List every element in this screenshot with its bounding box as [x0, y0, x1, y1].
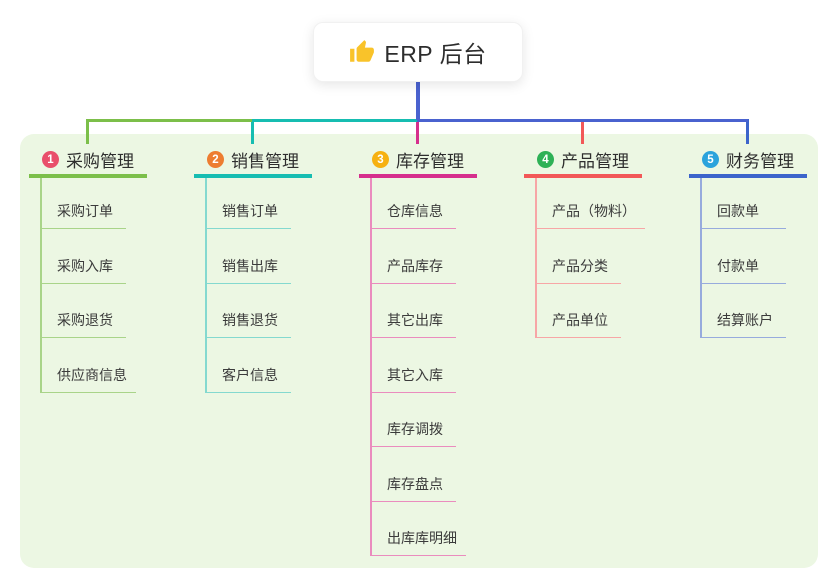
child-node[interactable]: 销售订单 — [205, 178, 291, 229]
child-node-label: 其它出库 — [387, 312, 443, 328]
child-node-label: 产品单位 — [552, 312, 608, 328]
root-node-erp[interactable]: ERP 后台 — [313, 22, 523, 82]
branch-node-purchase[interactable]: 1 采购管理 — [29, 145, 147, 178]
child-node-label: 库存盘点 — [387, 475, 443, 492]
branch-number-badge: 3 — [372, 151, 389, 168]
branch-label: 产品管理 — [561, 152, 629, 171]
child-node-label: 产品（物料） — [552, 203, 636, 219]
child-node[interactable]: 产品库存 — [370, 229, 456, 284]
child-node[interactable]: 结算账户 — [700, 283, 786, 338]
child-node-label: 销售退货 — [222, 312, 278, 328]
child-node-label: 客户信息 — [222, 366, 278, 383]
branches-panel — [20, 134, 818, 568]
child-node-label: 产品库存 — [387, 257, 443, 274]
child-node[interactable]: 产品（物料） — [535, 178, 645, 229]
connector-drop-product — [581, 119, 584, 144]
child-node-label: 其它入库 — [387, 366, 443, 383]
branch-children: 产品（物料） 产品分类 产品单位 — [535, 178, 645, 338]
branch-purchase: 1 采购管理 采购订单 采购入库 采购退货 供应商信息 — [29, 145, 147, 393]
child-node-label: 采购入库 — [57, 257, 113, 274]
branch-node-finance[interactable]: 5 财务管理 — [689, 145, 807, 178]
child-node[interactable]: 产品单位 — [535, 283, 621, 338]
child-node-label: 付款单 — [717, 257, 759, 274]
child-node-label: 仓库信息 — [387, 203, 443, 219]
child-node-label: 采购订单 — [57, 203, 113, 219]
branch-children: 销售订单 销售出库 销售退货 客户信息 — [205, 178, 312, 393]
child-node-label: 供应商信息 — [57, 366, 127, 383]
child-node-label: 销售出库 — [222, 257, 278, 274]
child-node-label: 结算账户 — [717, 312, 773, 328]
child-node-label: 回款单 — [717, 203, 759, 219]
child-node-label: 产品分类 — [552, 257, 608, 274]
root-connector-line — [416, 82, 420, 120]
child-node-label: 销售订单 — [222, 203, 278, 219]
connector-drop-finance — [746, 119, 749, 144]
branch-node-product[interactable]: 4 产品管理 — [524, 145, 642, 178]
child-node[interactable]: 客户信息 — [205, 338, 291, 393]
child-node[interactable]: 产品分类 — [535, 229, 621, 284]
child-node[interactable]: 库存调拨 — [370, 392, 456, 447]
connector-drop-purchase — [86, 119, 89, 144]
branch-children: 仓库信息 产品库存 其它出库 其它入库 库存调拨 库存盘点 出库库明细 — [370, 178, 477, 556]
connector-rail-right-blue — [417, 119, 748, 122]
thumbs-up-icon — [350, 40, 375, 62]
root-node-title: ERP 后台 — [384, 41, 487, 67]
child-node[interactable]: 回款单 — [700, 178, 786, 229]
branch-label: 库存管理 — [396, 152, 464, 171]
connector-rail-left-green — [87, 119, 254, 122]
child-node[interactable]: 采购订单 — [40, 178, 126, 229]
branch-node-sales[interactable]: 2 销售管理 — [194, 145, 312, 178]
child-node[interactable]: 仓库信息 — [370, 178, 456, 229]
child-node[interactable]: 库存盘点 — [370, 447, 456, 502]
branch-label: 财务管理 — [726, 152, 794, 171]
branch-finance: 5 财务管理 回款单 付款单 结算账户 — [689, 145, 807, 338]
branch-number-badge: 5 — [702, 151, 719, 168]
branch-number-badge: 2 — [207, 151, 224, 168]
connector-drop-inventory — [416, 119, 419, 144]
child-node[interactable]: 销售退货 — [205, 283, 291, 338]
child-node[interactable]: 销售出库 — [205, 229, 291, 284]
child-node[interactable]: 付款单 — [700, 229, 786, 284]
child-node[interactable]: 其它入库 — [370, 338, 456, 393]
branch-node-inventory[interactable]: 3 库存管理 — [359, 145, 477, 178]
branch-children: 采购订单 采购入库 采购退货 供应商信息 — [40, 178, 147, 393]
branch-inventory: 3 库存管理 仓库信息 产品库存 其它出库 其它入库 库存调拨 库存盘点 出库库… — [359, 145, 477, 556]
branch-product: 4 产品管理 产品（物料） 产品分类 产品单位 — [524, 145, 645, 338]
connector-rail-left-teal — [252, 119, 419, 122]
child-node[interactable]: 出库库明细 — [370, 501, 466, 556]
child-node[interactable]: 供应商信息 — [40, 338, 136, 393]
child-node[interactable]: 采购退货 — [40, 283, 126, 338]
child-node-label: 库存调拨 — [387, 421, 443, 437]
child-node[interactable]: 采购入库 — [40, 229, 126, 284]
branch-children: 回款单 付款单 结算账户 — [700, 178, 807, 338]
branch-sales: 2 销售管理 销售订单 销售出库 销售退货 客户信息 — [194, 145, 312, 393]
child-node-label: 出库库明细 — [387, 530, 457, 546]
child-node[interactable]: 其它出库 — [370, 283, 456, 338]
branch-label: 采购管理 — [66, 152, 134, 171]
connector-drop-sales — [251, 119, 254, 144]
branch-number-badge: 1 — [42, 151, 59, 168]
branch-label: 销售管理 — [231, 152, 299, 171]
child-node-label: 采购退货 — [57, 312, 113, 328]
branch-number-badge: 4 — [537, 151, 554, 168]
